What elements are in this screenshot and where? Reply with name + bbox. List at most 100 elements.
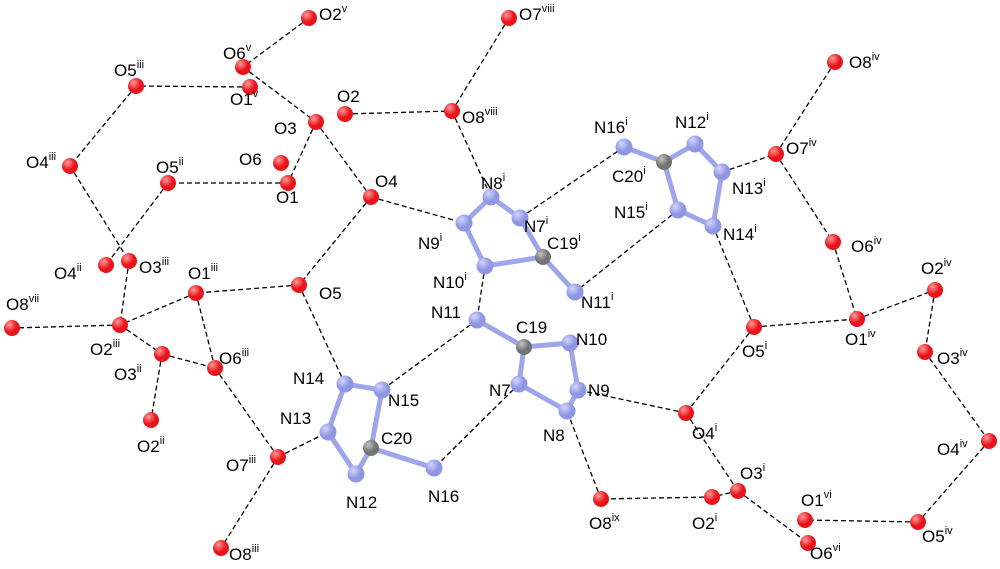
atom-label-text: N12 [675, 113, 706, 132]
atom-label-text: N9 [588, 381, 610, 400]
atom-label-text: N8 [481, 174, 503, 193]
covalent-bond-C20-N15 [368, 387, 385, 451]
atom-label-O2ii: O2ii [137, 435, 165, 456]
atom-label-O7iv: O7iv [786, 137, 817, 158]
atom-label-N11i: N11i [581, 291, 613, 312]
atom-label-superscript: iii [113, 338, 120, 350]
atom-O4iii [62, 158, 78, 174]
atom-N16i [615, 138, 633, 156]
atom-label-text: O5 [156, 158, 179, 177]
atom-label-text: O4 [26, 153, 49, 172]
atom-label-superscript: i [578, 232, 580, 244]
atom-label-superscript: i [765, 340, 767, 352]
atom-label-text: O3 [274, 119, 297, 138]
atom-label-superscript: i [440, 232, 442, 244]
atom-label-N15: N15 [388, 391, 419, 410]
atom-label-O5: O5 [319, 284, 342, 303]
atom-label-text: O2 [692, 514, 715, 533]
atom-label-text: N8 [543, 426, 565, 445]
atom-label-text: N12 [346, 493, 377, 512]
atom-label-superscript: i [715, 512, 717, 524]
hydrogen-bond-O5ii-O4ii [105, 182, 169, 266]
atom-O5iv [910, 514, 926, 530]
atom-label-superscript: i [625, 116, 627, 128]
atom-label-O8iv: O8iv [849, 51, 880, 72]
atom-label-text: O6 [810, 544, 833, 563]
atom-label-superscript: ix [612, 512, 620, 524]
atom-label-text: N15 [614, 203, 645, 222]
hydrogen-bond-O3ii-O2ii [150, 353, 163, 421]
atom-label-superscript: iii [252, 543, 259, 555]
atom-label-text: O5 [742, 342, 765, 361]
atom-O3 [308, 114, 324, 130]
hydrogen-bond-O3-O4 [315, 121, 372, 198]
atom-label-text: N14 [723, 225, 754, 244]
atom-label-superscript: vi [824, 489, 832, 501]
atom-label-superscript: ii [179, 156, 184, 168]
atom-label-superscript: iv [960, 347, 968, 359]
atom-label-superscript: i [754, 223, 756, 235]
atom-label-N8: N8 [543, 426, 565, 445]
hydrogen-bond-O5i-O4i [685, 326, 755, 414]
atom-O7viii [501, 10, 517, 26]
atom-O1 [280, 175, 296, 191]
covalent-bond-C20-N16 [368, 445, 437, 471]
atom-N16 [425, 459, 443, 477]
hydrogen-bond-O1v-O5iii [135, 85, 251, 88]
atom-label-text: O4 [692, 424, 715, 443]
hydrogen-bond-N11-N15 [381, 319, 478, 391]
hydrogen-bond-layer [11, 17, 990, 549]
hydrogen-bond-O3-O1 [287, 121, 317, 184]
atom-label-text: O7 [519, 5, 542, 24]
atom-label-superscript: ii [160, 435, 165, 447]
atom-label-O8viii: O8viii [462, 106, 498, 127]
atom-O1iv [849, 311, 865, 327]
atom-label-O6: O6 [239, 150, 262, 169]
atom-label-text: N7 [524, 217, 546, 236]
atom-label-superscript: i [546, 215, 548, 227]
atom-label-N16i: N16i [594, 116, 628, 137]
atom-label-text: O8 [462, 108, 485, 127]
atom-label-O7viii: O7viii [519, 3, 555, 24]
atom-layer [4, 10, 997, 556]
atom-label-N11: N11 [431, 303, 461, 322]
atom-label-superscript: i [645, 201, 647, 213]
atom-label-text: O6 [219, 349, 242, 368]
atom-O8iii [213, 540, 229, 556]
atom-label-O5iv: O5iv [922, 525, 953, 546]
atom-O4iv [981, 433, 997, 449]
hydrogen-bond-N15i-N11i [574, 209, 679, 293]
hydrogen-bond-O3iv-O4iv [924, 351, 990, 442]
atom-O6iii [207, 360, 223, 376]
atom-label-C20i: C20i [612, 165, 646, 186]
atom-label-text: N16 [594, 118, 625, 137]
atom-N14i [704, 217, 722, 235]
atom-label-text: O6 [851, 237, 874, 256]
covalent-bond-N13i-N14i [710, 169, 725, 229]
atom-label-text: O8 [229, 545, 252, 564]
atom-label-N12i: N12i [675, 111, 709, 132]
atom-label-text: O1 [276, 188, 299, 207]
hydrogen-bond-O2i-O8ix [600, 496, 713, 500]
atom-label-superscript: ii [77, 262, 82, 274]
atom-label-text: O3 [740, 464, 763, 483]
atom-label-O3iii: O3iii [139, 256, 169, 277]
atom-label-text: O7 [786, 139, 809, 158]
atom-label-text: N15 [388, 391, 419, 410]
hydrogen-bond-O4-O5 [298, 196, 372, 286]
atom-label-N13i: N13i [732, 177, 766, 198]
atom-label-C19i: C19i [547, 232, 581, 253]
atom-label-O6vi: O6vi [810, 542, 841, 563]
atom-label-O6v: O6v [223, 42, 252, 63]
atom-N8 [558, 402, 576, 420]
hydrogen-bond-N7-N16 [433, 383, 520, 469]
atom-label-text: O3 [937, 349, 960, 368]
hydrogen-bond-O2iii-O3ii [119, 324, 163, 355]
atom-N9i [455, 214, 473, 232]
hydrogen-bond-O7iii-O8iii [220, 456, 279, 549]
atom-label-superscript: iv [872, 51, 880, 63]
atom-N7 [510, 375, 528, 393]
atom-N14 [336, 375, 354, 393]
atom-label-text: O1 [230, 90, 253, 109]
atom-O7iv [768, 146, 784, 162]
